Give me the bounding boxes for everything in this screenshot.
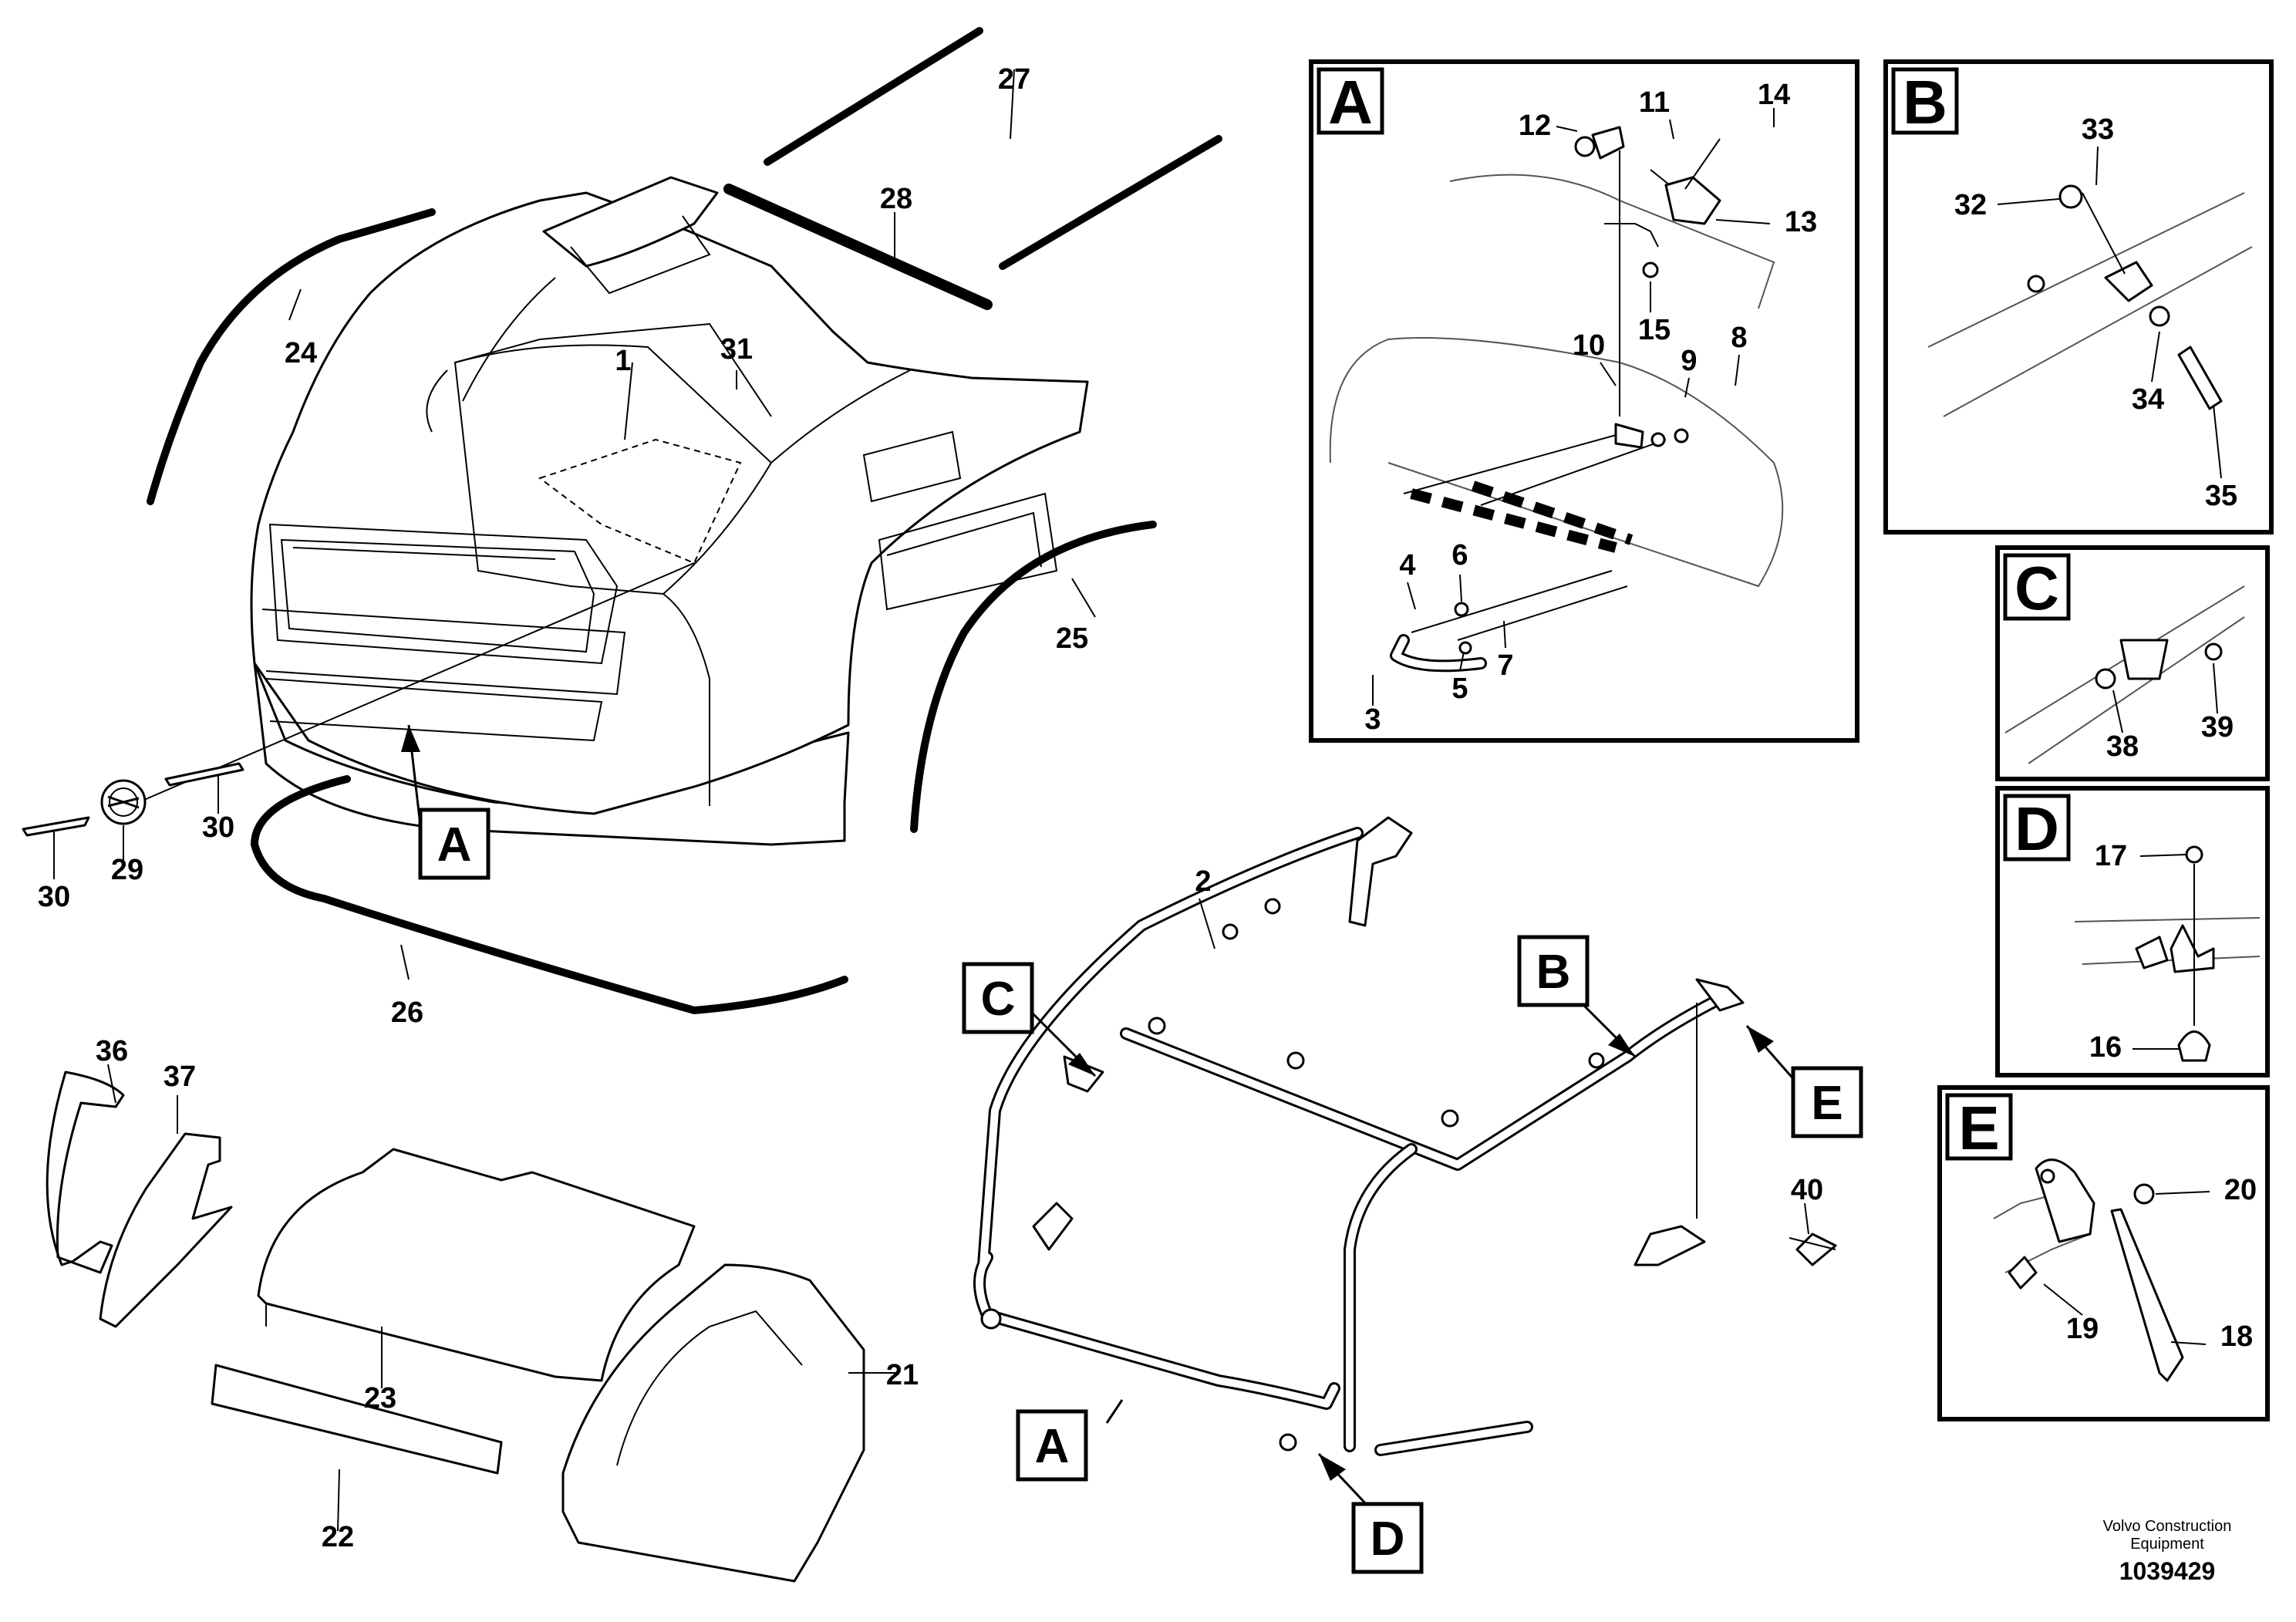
callout-15: 15 bbox=[1638, 314, 1671, 346]
detail-panel-e bbox=[1937, 1085, 2270, 1421]
seal-24 bbox=[147, 208, 436, 505]
callout-5: 5 bbox=[1451, 673, 1468, 705]
callout-24: 24 bbox=[285, 337, 317, 369]
callout-10: 10 bbox=[1573, 329, 1605, 362]
callout-1: 1 bbox=[615, 345, 631, 377]
panel-letter-e: E bbox=[1958, 1094, 1999, 1162]
callout-7: 7 bbox=[1497, 649, 1513, 682]
seal-28 bbox=[723, 184, 993, 310]
callout-31: 31 bbox=[720, 333, 753, 366]
drawing-number: 1039429 bbox=[2119, 1557, 2216, 1585]
insulation-mats bbox=[211, 1148, 865, 1583]
panel-letter-b: B bbox=[1903, 68, 1947, 137]
callout-40: 40 bbox=[1791, 1174, 1823, 1206]
company-line-1: Volvo Construction bbox=[2103, 1518, 2232, 1535]
callout-box-a-frame: A bbox=[1016, 1399, 1124, 1482]
callout-35: 35 bbox=[2205, 480, 2237, 512]
panel-letter-d: D bbox=[2014, 794, 2059, 863]
part-number-labels: 1 2 3 4 5 6 7 8 9 10 11 12 13 14 15 16 1… bbox=[38, 63, 2257, 1553]
callout-box-b-main: B bbox=[1517, 935, 1637, 1058]
hood-assembly bbox=[138, 176, 1089, 846]
callout-17: 17 bbox=[2095, 840, 2127, 872]
callout-38: 38 bbox=[2106, 730, 2139, 763]
seal-26 bbox=[250, 775, 848, 1015]
callout-13: 13 bbox=[1785, 206, 1817, 238]
callout-30-left: 30 bbox=[38, 881, 70, 913]
callout-30-right: 30 bbox=[202, 811, 234, 844]
callout-box-d-main: D bbox=[1317, 1452, 1424, 1574]
callout-box-a-main: A bbox=[401, 724, 491, 880]
detail-panel-a bbox=[1309, 59, 1859, 743]
frame-assembly bbox=[973, 816, 1837, 1456]
callout-26: 26 bbox=[391, 996, 423, 1029]
panel-letter-c: C bbox=[2014, 554, 2059, 622]
box-letter-e-main: E bbox=[1811, 1077, 1843, 1130]
callout-14: 14 bbox=[1758, 79, 1790, 111]
company-line-2: Equipment bbox=[2130, 1536, 2204, 1553]
box-letter-b-main: B bbox=[1536, 946, 1571, 999]
callout-9: 9 bbox=[1681, 345, 1697, 377]
callout-2: 2 bbox=[1195, 865, 1211, 898]
insulation-parts bbox=[46, 1071, 233, 1328]
callout-32: 32 bbox=[1954, 189, 1987, 221]
detail-panel-c bbox=[1995, 545, 2270, 781]
callout-box-e-main: E bbox=[1745, 1025, 1863, 1138]
callout-25: 25 bbox=[1056, 622, 1088, 655]
seal-25 bbox=[910, 521, 1157, 833]
seal-strips bbox=[147, 27, 1222, 1015]
callout-22: 22 bbox=[322, 1521, 354, 1553]
callout-6: 6 bbox=[1451, 539, 1468, 572]
panel-leaders bbox=[1372, 108, 2222, 1345]
callout-box-c-main: C bbox=[962, 962, 1097, 1077]
callout-34: 34 bbox=[2132, 383, 2164, 416]
callout-16: 16 bbox=[2089, 1031, 2122, 1064]
callout-36: 36 bbox=[96, 1035, 128, 1067]
callout-39: 39 bbox=[2201, 711, 2234, 744]
callout-11: 11 bbox=[1639, 86, 1670, 119]
callout-37: 37 bbox=[164, 1061, 196, 1093]
callout-27: 27 bbox=[998, 63, 1030, 96]
seal-27a bbox=[764, 27, 983, 166]
detail-panel-d bbox=[1995, 786, 2270, 1077]
leader-lines bbox=[53, 69, 1809, 1532]
box-letter-a-main: A bbox=[437, 818, 472, 872]
callout-19: 19 bbox=[2066, 1313, 2099, 1345]
callout-8: 8 bbox=[1731, 322, 1747, 354]
box-letter-a-frame: A bbox=[1035, 1420, 1070, 1473]
box-letter-c-main: C bbox=[981, 973, 1016, 1026]
callout-29: 29 bbox=[111, 854, 143, 886]
callout-4: 4 bbox=[1399, 549, 1415, 582]
callout-21: 21 bbox=[886, 1359, 919, 1391]
callout-12: 12 bbox=[1519, 110, 1551, 142]
callout-28: 28 bbox=[880, 183, 912, 215]
panel-letter-a: A bbox=[1328, 68, 1373, 137]
emblem-assembly bbox=[22, 762, 244, 837]
seal-27b bbox=[999, 135, 1222, 270]
box-letter-d-main: D bbox=[1371, 1512, 1405, 1566]
callout-23: 23 bbox=[364, 1382, 396, 1415]
callout-3: 3 bbox=[1364, 703, 1381, 736]
callout-18: 18 bbox=[2220, 1320, 2253, 1353]
callout-33: 33 bbox=[2082, 113, 2114, 146]
detail-panel-b bbox=[1883, 59, 2274, 534]
callout-20: 20 bbox=[2224, 1174, 2257, 1206]
